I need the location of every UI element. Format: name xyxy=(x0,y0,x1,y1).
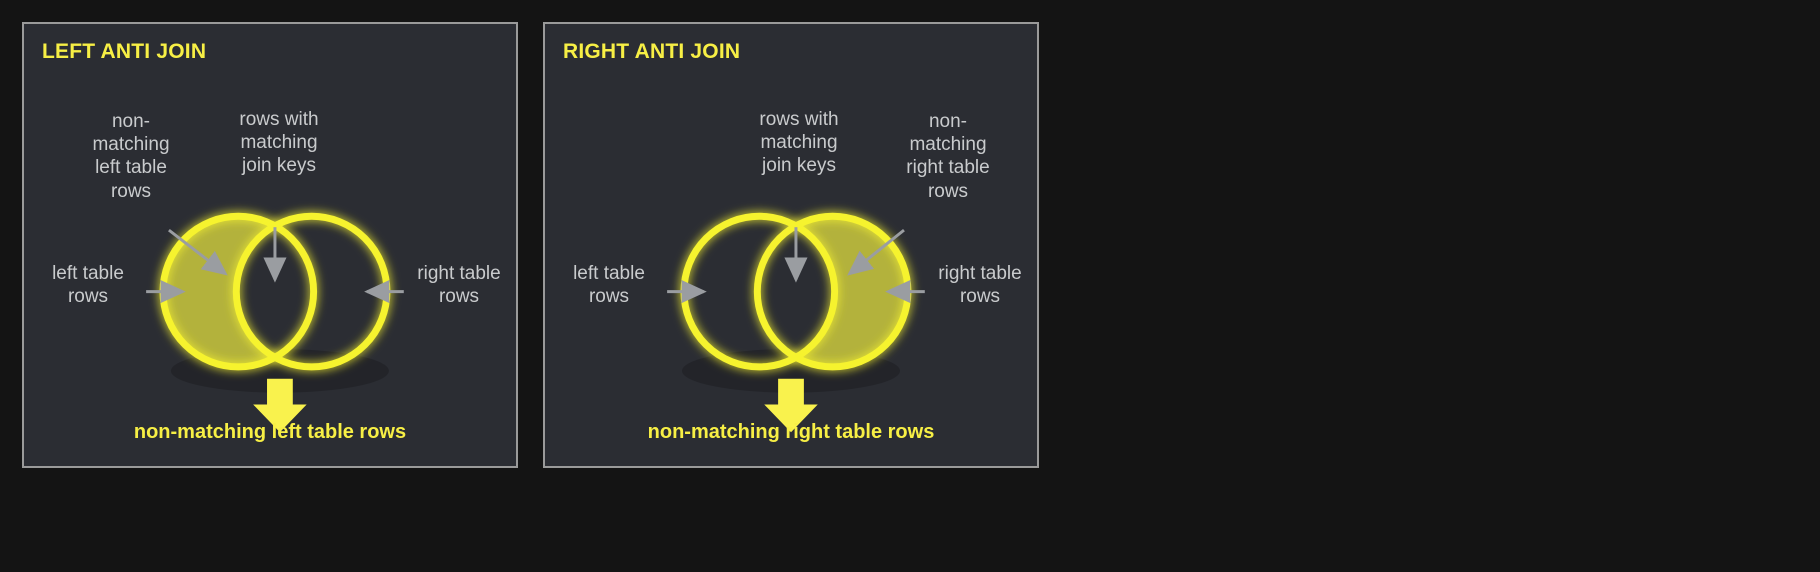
panel-caption: non-matching right table rows xyxy=(647,421,935,443)
panel-title: RIGHT ANTI JOIN xyxy=(563,40,741,63)
panel-left-anti-join: LEFT ANTI JOIN xyxy=(22,22,518,468)
annotation-nonmatching-left: non- matching left table rows xyxy=(92,111,170,202)
panel-caption: non-matching left table rows xyxy=(133,421,407,443)
annotation-matching-keys: rows with matching join keys xyxy=(239,109,319,177)
panel-right-anti-join: RIGHT ANTI JOIN xyxy=(543,22,1039,468)
venn-diagram-right xyxy=(667,212,925,433)
result-arrow-icon xyxy=(764,378,818,433)
annotation-right-table-rows: right table rows xyxy=(938,263,1022,308)
panel-title: LEFT ANTI JOIN xyxy=(42,40,207,63)
leader-nonmatching xyxy=(847,228,905,276)
annotation-matching-keys: rows with matching join keys xyxy=(759,109,839,177)
annotation-left-table-rows: left table rows xyxy=(52,263,124,308)
leader-nonmatching xyxy=(168,228,228,276)
annotation-nonmatching-right: non- matching right table rows xyxy=(906,111,990,202)
result-arrow-icon xyxy=(253,378,307,433)
venn-diagram-left xyxy=(146,212,404,433)
annotation-left-table-rows: left table rows xyxy=(573,263,645,308)
annotation-right-table-rows: right table rows xyxy=(417,263,501,308)
